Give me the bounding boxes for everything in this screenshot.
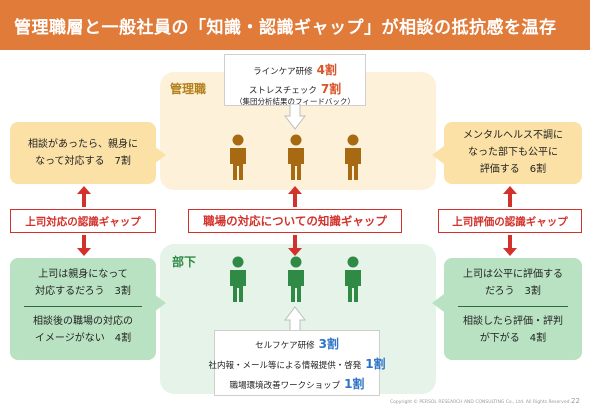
- manager-response-box: 相談があったら、親身に なって対応する 7割: [10, 122, 156, 184]
- line-care-training-label: ラインケア研修: [253, 67, 313, 77]
- subordinate-person-icon: [345, 256, 361, 302]
- subordinate-person-icon: [288, 256, 304, 302]
- manager-zone-label: 管理職: [170, 82, 207, 96]
- callout-pointer: [432, 294, 444, 312]
- manager-person-icon: [230, 134, 246, 180]
- subordinate-evaluation-a1: 上司は公平に評価する: [463, 269, 563, 280]
- right-double-arrow: [503, 186, 517, 256]
- bottom-up-arrow: [284, 306, 306, 332]
- callout-pointer: [154, 294, 166, 312]
- self-care-training-label: セルフケア研修: [255, 341, 315, 351]
- info-campaign-pct: 1割: [365, 357, 386, 371]
- gap-label-response: 上司対応の認識ギャップ: [10, 209, 156, 233]
- subordinate-response-b2: イメージがない 4割: [34, 333, 132, 344]
- line-care-training-pct: 4割: [316, 63, 337, 77]
- manager-response-line2: なって対応する 7割: [35, 156, 131, 167]
- subordinate-person-icon: [230, 256, 246, 302]
- workshop-pct: 1割: [344, 377, 365, 391]
- page-number: 22: [571, 397, 580, 405]
- page-title: 管理職層と一般社員の「知識・認識ギャップ」が相談の抵抗感を温存: [0, 0, 590, 50]
- manager-person-icon: [345, 134, 361, 180]
- copyright-footer: Copyright © PERSOL RESEARCH AND CONSULTI…: [390, 400, 571, 405]
- subordinate-response-a2: 対応するだろう 3割: [35, 286, 131, 297]
- manager-measures-box: ラインケア研修 4割 ストレスチェック 7割 （集団分析結果のフィードバック）: [224, 54, 366, 106]
- top-down-arrow: [284, 104, 306, 130]
- stress-check-pct: 7割: [320, 82, 342, 96]
- manager-response-line1: 相談があったら、親身に: [28, 139, 138, 150]
- subordinate-zone-label: 部下: [172, 255, 197, 269]
- stress-check-label: ストレスチェック: [248, 86, 317, 96]
- subordinate-measures-box: セルフケア研修 3割 社内報・メール等による情報提供・啓発 1割 職場環境改善ワ…: [208, 330, 386, 396]
- subordinate-response-box: 上司は親身になって 対応するだろう 3割 相談後の職場の対応の イメージがない …: [10, 258, 156, 360]
- workshop-label: 職場環境改善ワークショップ: [229, 381, 341, 391]
- left-double-arrow: [77, 186, 91, 256]
- subordinate-evaluation-b1: 相談したら評価・評判: [463, 316, 563, 327]
- gap-label-knowledge: 職場の対応についての知識ギャップ: [188, 209, 402, 233]
- subordinate-evaluation-b2: が下がる 4割: [479, 333, 547, 344]
- callout-pointer: [432, 146, 444, 164]
- gap-label-evaluation: 上司評価の認識ギャップ: [438, 209, 582, 233]
- manager-evaluation-box: メンタルヘルス不調に なった部下も公平に 評価する 6割: [444, 122, 582, 184]
- stress-check-note: （集団分析結果のフィードバック）: [235, 97, 355, 106]
- subordinate-response-a1: 上司は親身になって: [38, 269, 128, 280]
- self-care-training-pct: 3割: [318, 337, 339, 351]
- subordinate-response-b1: 相談後の職場の対応の: [33, 316, 133, 327]
- subordinate-evaluation-a2: だろう 3割: [485, 286, 541, 297]
- manager-evaluation-line3: 評価する 6割: [479, 164, 547, 175]
- manager-evaluation-line1: メンタルヘルス不調に: [463, 130, 563, 141]
- manager-evaluation-line2: なった部下も公平に: [468, 147, 558, 158]
- callout-pointer: [154, 146, 166, 164]
- subordinate-evaluation-box: 上司は公平に評価する だろう 3割 相談したら評価・評判 が下がる 4割: [444, 258, 582, 360]
- divider: [458, 306, 568, 307]
- divider: [24, 306, 142, 307]
- info-campaign-label: 社内報・メール等による情報提供・啓発: [208, 361, 362, 371]
- center-double-arrow: [288, 186, 302, 256]
- manager-person-icon: [288, 134, 304, 180]
